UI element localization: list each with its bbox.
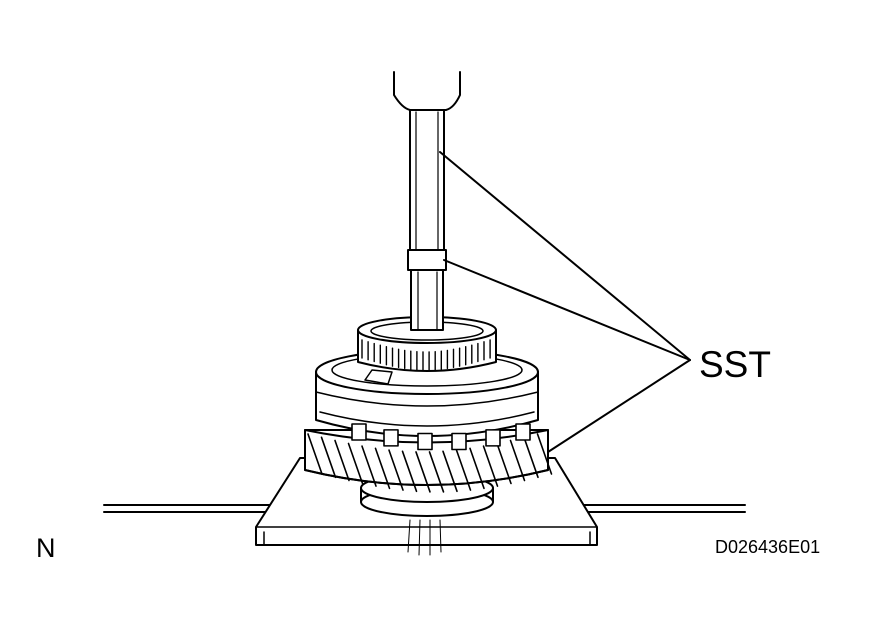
splined-hub: [357, 316, 497, 372]
sst-leader-lines: [439, 151, 691, 453]
corner-label: N: [36, 533, 56, 563]
figure-code: D026436E01: [715, 537, 821, 557]
sst-label: SST: [699, 344, 771, 385]
sst-tool: [393, 71, 461, 331]
